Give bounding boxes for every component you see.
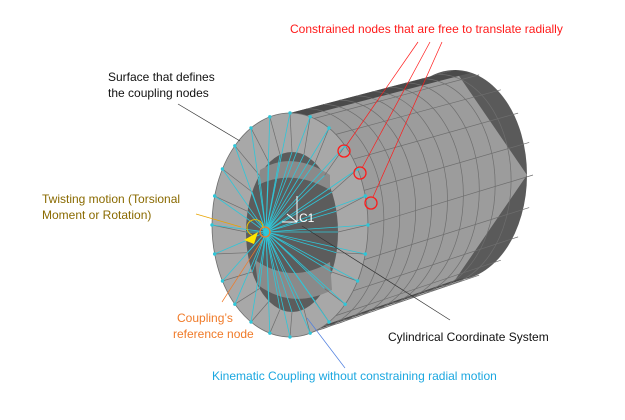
surface-label-line1: Surface that defines [108,70,215,84]
cylinder-body [290,70,534,337]
leader-lines [177,41,451,369]
twist-label-line2: Moment or Rotation) [42,208,151,222]
surface-label-line2: the coupling nodes [108,86,209,100]
refnode-label-line1: Coupling’s [177,311,233,325]
kinematic-coupling-label: Kinematic Coupling without constraining … [212,369,497,383]
twist-arrow-icon [244,232,258,244]
twist-label-line1: Twisting motion (Torsional [42,192,180,206]
csys-label: Cylindrical Coordinate System [388,330,549,344]
constrained-nodes-label: Constrained nodes that are free to trans… [290,22,563,36]
refnode-label-line2: reference node [173,327,254,341]
kinematic-coupling-lines [210,111,370,339]
coordinate-system-icon: C1 [282,196,315,225]
front-face-surface [210,111,370,339]
svg-text:C1: C1 [299,211,315,225]
reference-node-icon [244,219,271,244]
constrained-node-markers [337,144,378,210]
